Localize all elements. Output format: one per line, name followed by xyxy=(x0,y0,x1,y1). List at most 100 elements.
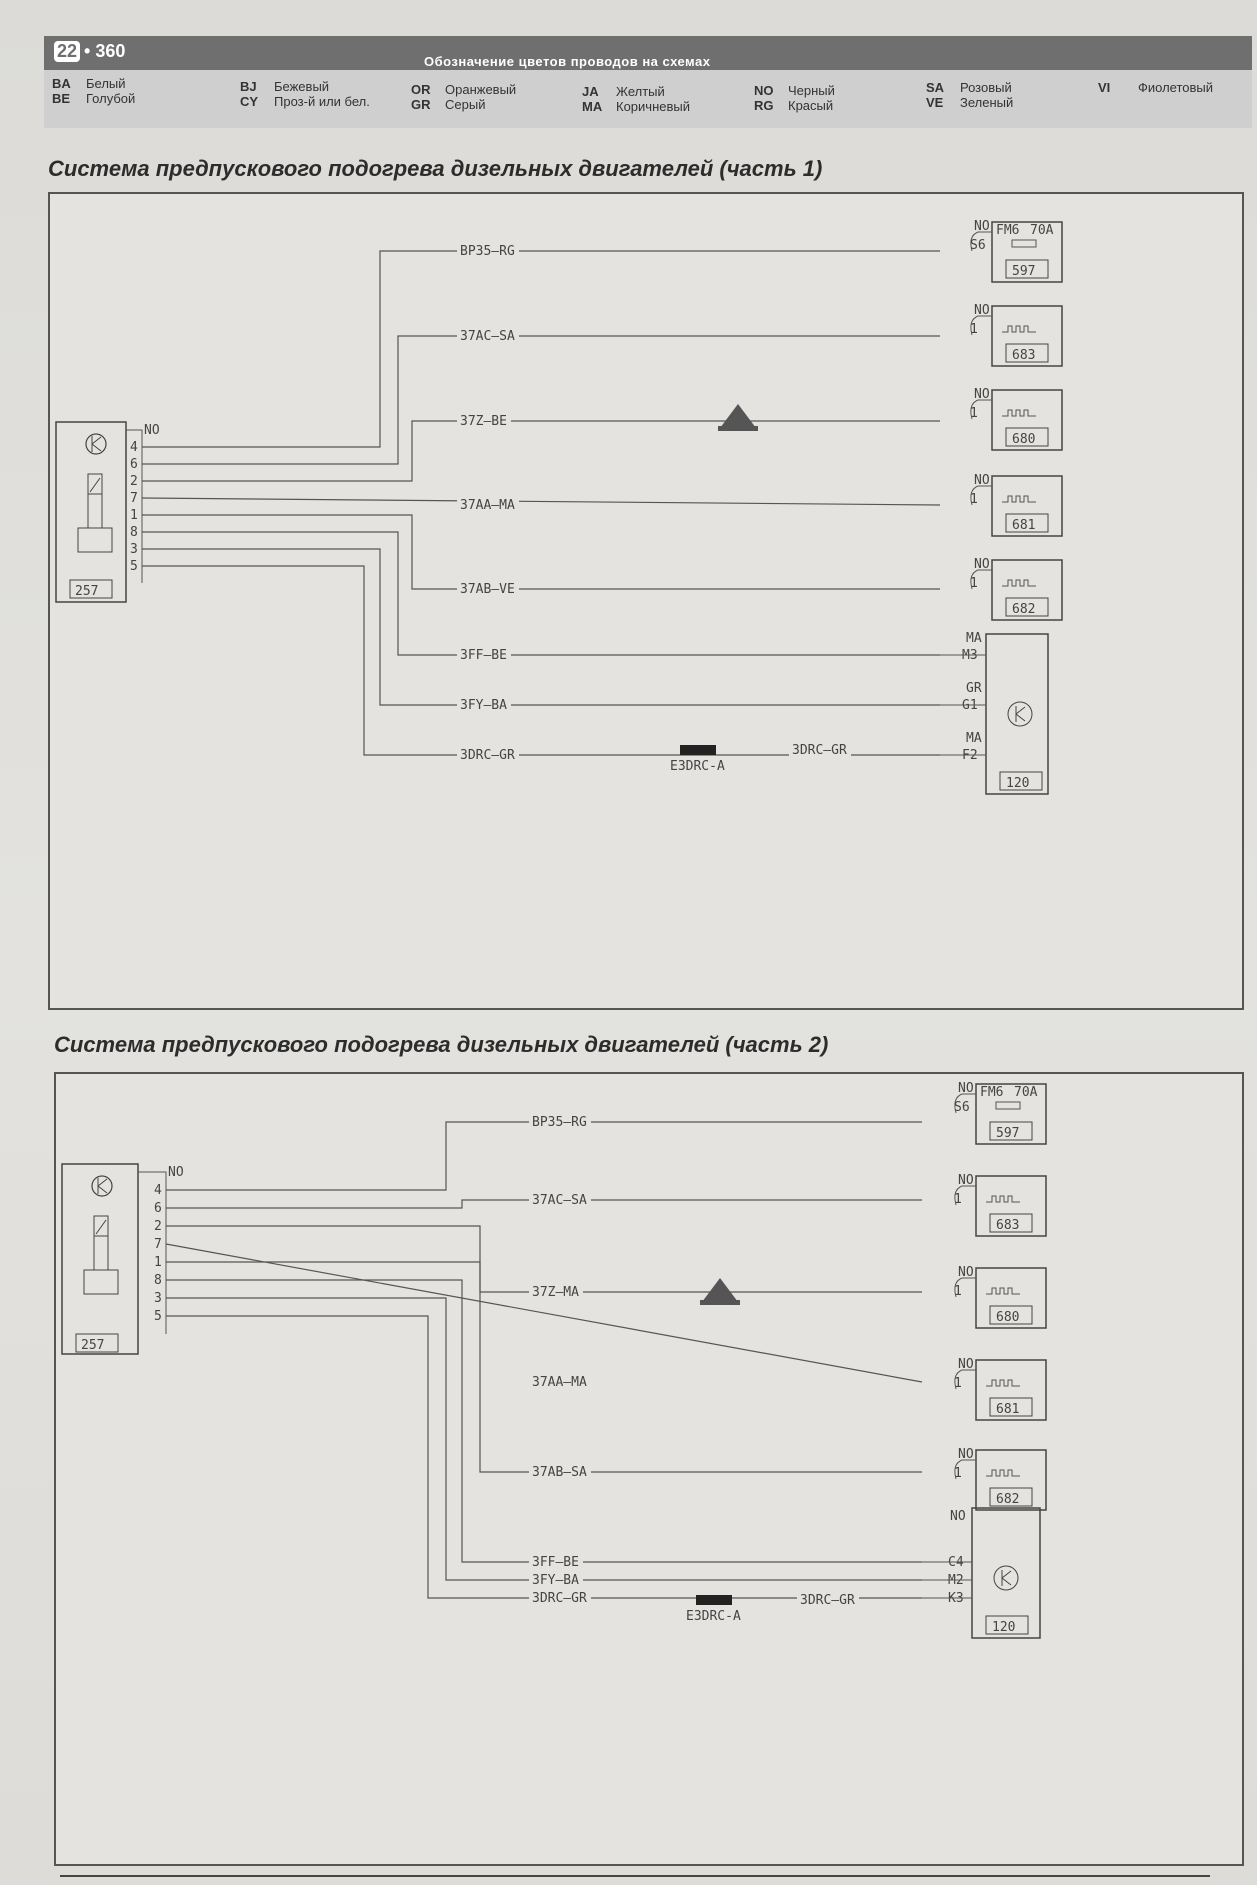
wire-label: BP35—RG xyxy=(460,244,515,259)
source-pin-label: 8 xyxy=(154,1273,162,1288)
module-id-box xyxy=(75,1333,119,1353)
target-ground-label: NO xyxy=(958,1357,974,1372)
ecu-relay-icon xyxy=(993,1565,1019,1591)
wire-3 xyxy=(165,1243,923,1383)
inline-connector-icon xyxy=(680,745,716,755)
wire-label-bg xyxy=(457,698,511,713)
diagram-title-part-1: Система предпускового подогрева дизельны… xyxy=(48,156,823,181)
target-ground-lead xyxy=(970,315,992,336)
wire-label: 37AB—VE xyxy=(460,582,515,597)
target-box xyxy=(991,305,1063,367)
connector-wire-label-bg xyxy=(797,1593,859,1608)
relay-icon xyxy=(91,1175,113,1197)
target-ground-lead xyxy=(954,1185,976,1206)
wire-label-bg xyxy=(529,1591,591,1606)
ground-base xyxy=(700,1300,740,1305)
wire-label-bg xyxy=(457,648,511,663)
wire-label: 3DRC—GR xyxy=(532,1591,587,1606)
wire-label: 3FY—BA xyxy=(532,1573,579,1588)
wire-label: 37Z—MA xyxy=(532,1285,579,1300)
source-pin-label: 3 xyxy=(130,542,138,557)
fuse-label: FM6 xyxy=(996,223,1019,238)
wire-1 xyxy=(142,335,940,465)
target-ground-label: NO xyxy=(974,473,990,488)
wire-5 xyxy=(166,1279,922,1563)
target-id-box xyxy=(1005,259,1049,279)
target-id: 681 xyxy=(996,1402,1019,1417)
source-pin-label: 5 xyxy=(130,559,138,574)
ecu-id: 120 xyxy=(992,1620,1015,1635)
wire-0 xyxy=(142,250,940,448)
target-id: 597 xyxy=(1012,264,1035,279)
sensor-stem xyxy=(93,1236,109,1270)
inline-connector-label: E3DRC-A xyxy=(670,759,725,774)
module-257-box xyxy=(55,421,127,603)
sensor-stem xyxy=(87,494,103,528)
target-pin-label: 1 xyxy=(970,322,978,337)
ecu-box xyxy=(985,633,1049,795)
sensor-base xyxy=(83,1269,119,1295)
connector-wire-label-bg xyxy=(789,743,851,758)
target-pin-label: 1 xyxy=(954,1284,962,1299)
ecu-relay-icon xyxy=(1007,701,1033,727)
ecu-pin-color: MA xyxy=(966,631,982,646)
ecu-id: 120 xyxy=(1006,776,1029,791)
chapter-number: 22 xyxy=(54,41,81,62)
target-ground-label: NO xyxy=(958,1081,974,1096)
footer-rule xyxy=(60,1875,1210,1877)
target-id: 682 xyxy=(1012,602,1035,617)
wire-label-bg xyxy=(529,1285,583,1300)
source-pin-label: 6 xyxy=(154,1201,162,1216)
header-bar: 22• 360 Обозначение цветов проводов на с… xyxy=(44,36,1252,70)
wire-label: 37AC—SA xyxy=(532,1193,587,1208)
glow-plug-icon xyxy=(1002,325,1036,333)
wire-label: 3DRC—GR xyxy=(460,748,515,763)
sensor-element-icon xyxy=(93,1215,109,1237)
wire-label-bg xyxy=(457,498,519,513)
legend-title: Обозначение цветов проводов на схемах xyxy=(424,54,711,69)
source-pin-label: 6 xyxy=(130,457,138,472)
target-id-box xyxy=(1005,513,1049,533)
source-pin-label: 7 xyxy=(130,491,138,506)
wire-label-bg xyxy=(529,1375,591,1390)
wire-label-bg xyxy=(457,748,519,763)
wire-label: 37AB—SA xyxy=(532,1465,587,1480)
target-id-box xyxy=(989,1213,1033,1233)
target-ground-label: NO xyxy=(958,1447,974,1462)
target-pin-label: S6 xyxy=(954,1100,970,1115)
target-id-box xyxy=(989,1121,1033,1141)
target-id-box xyxy=(1005,597,1049,617)
glow-plug-icon xyxy=(1002,409,1036,417)
wire-6 xyxy=(166,1297,922,1581)
source-pin-label: 7 xyxy=(154,1237,162,1252)
glow-plug-icon xyxy=(1002,579,1036,587)
target-box xyxy=(975,1175,1047,1237)
wire-label-bg xyxy=(457,414,511,429)
target-ground-lead xyxy=(954,1277,976,1298)
wire-7 xyxy=(166,1315,922,1599)
wire-label-bg xyxy=(529,1115,591,1130)
wire-label: 3FY—BA xyxy=(460,698,507,713)
target-ground-lead xyxy=(970,231,992,252)
target-id: 680 xyxy=(1012,432,1035,447)
wiring-diagram-part-2: 257NO46271835BP35—RG37AC—SA37Z—MA37AA—MA… xyxy=(61,1081,1047,1639)
target-ground-lead xyxy=(954,1369,976,1390)
wire-label-bg xyxy=(457,329,519,344)
ecu-relay-symbol xyxy=(1015,706,1026,722)
source-pin-label: 3 xyxy=(154,1291,162,1306)
target-ground-label: NO xyxy=(974,557,990,572)
target-ground-lead xyxy=(970,485,992,506)
wire-1 xyxy=(166,1199,922,1209)
target-box xyxy=(975,1449,1047,1511)
target-id: 681 xyxy=(1012,518,1035,533)
target-id: 683 xyxy=(1012,348,1035,363)
